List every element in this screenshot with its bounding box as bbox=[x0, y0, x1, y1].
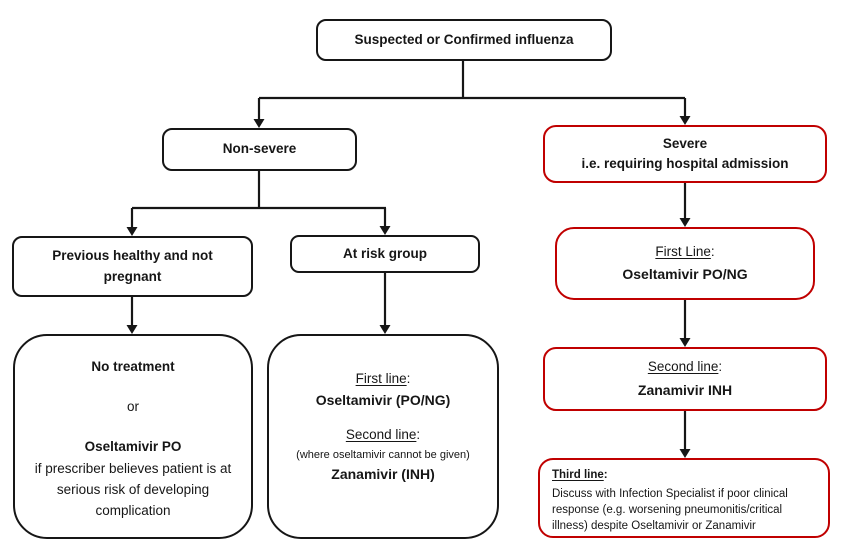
second-line-colon: : bbox=[718, 359, 723, 375]
third-line-heading: Third line: bbox=[552, 468, 608, 484]
second-line-label: Second line bbox=[647, 359, 719, 375]
first-line-drug: Oseltamivir PO/NG bbox=[622, 266, 748, 283]
third-line-text: Discuss with Infection Specialist if poo… bbox=[552, 487, 788, 532]
oseltamivir-po-option: Oseltamivir PO bbox=[84, 439, 182, 455]
severe-title: Severe bbox=[662, 135, 708, 151]
arrowhead bbox=[679, 116, 691, 125]
node-healthy-treatment: No treatment or Oseltamivir PO if prescr… bbox=[13, 334, 253, 539]
node-previous-healthy-not-pregnant: Previous healthy and not pregnant bbox=[12, 236, 253, 297]
arrowhead bbox=[679, 218, 691, 227]
first-line-colon: : bbox=[710, 243, 715, 259]
second-line-drug: Zanamivir (INH) bbox=[331, 466, 435, 483]
first-line-colon: : bbox=[406, 371, 411, 386]
node-severe-second-line: Second line: Zanamivir INH bbox=[543, 347, 827, 411]
arrowhead bbox=[126, 227, 138, 236]
arrowhead bbox=[253, 119, 265, 128]
second-line-heading: Second line: bbox=[648, 358, 722, 376]
node-label: At risk group bbox=[342, 245, 427, 261]
arrowhead bbox=[679, 449, 691, 458]
node-non-severe: Non-severe bbox=[162, 128, 357, 171]
no-treatment-option: No treatment bbox=[91, 359, 175, 374]
second-line-heading: Second line: bbox=[346, 426, 420, 444]
node-label: Suspected or Confirmed influenza bbox=[354, 31, 574, 47]
first-line-heading: First line: bbox=[356, 370, 411, 388]
first-line-label: First Line bbox=[655, 243, 711, 259]
node-at-risk-treatment: First line: Oseltamivir (PO/NG) Second l… bbox=[267, 334, 499, 539]
node-severe-third-line: Third line: Discuss with Infection Speci… bbox=[538, 458, 830, 538]
third-line-label: Third line bbox=[552, 469, 604, 481]
connector-root-split bbox=[257, 61, 687, 121]
second-line-colon: : bbox=[416, 427, 421, 443]
arrowhead bbox=[679, 338, 691, 347]
node-suspected-confirmed-influenza: Suspected or Confirmed influenza bbox=[316, 19, 612, 61]
or-conjunction: or bbox=[126, 399, 139, 415]
arrowhead bbox=[379, 325, 391, 334]
node-at-risk-group: At risk group bbox=[290, 235, 480, 273]
oseltamivir-po-condition: if prescriber believes patient is at ser… bbox=[34, 460, 232, 518]
node-label: Previous healthy and not pregnant bbox=[52, 248, 213, 284]
connector-nonsevere-split bbox=[130, 171, 387, 229]
third-line-colon: : bbox=[603, 469, 608, 481]
second-line-drug: Zanamivir INH bbox=[637, 381, 733, 398]
node-severe: Severe i.e. requiring hospital admission bbox=[543, 125, 827, 183]
node-label: Non-severe bbox=[222, 141, 297, 157]
first-line-heading: First Line: bbox=[655, 243, 714, 261]
arrowhead bbox=[379, 226, 391, 235]
arrowhead bbox=[126, 325, 138, 334]
second-line-label: Second line bbox=[345, 427, 417, 443]
second-line-note: (where oseltamivir cannot be given) bbox=[296, 449, 470, 462]
severe-subtitle: i.e. requiring hospital admission bbox=[581, 156, 789, 171]
first-line-drug: Oseltamivir (PO/NG) bbox=[315, 392, 451, 409]
node-severe-first-line: First Line: Oseltamivir PO/NG bbox=[555, 227, 815, 300]
first-line-label: First line bbox=[355, 371, 407, 386]
